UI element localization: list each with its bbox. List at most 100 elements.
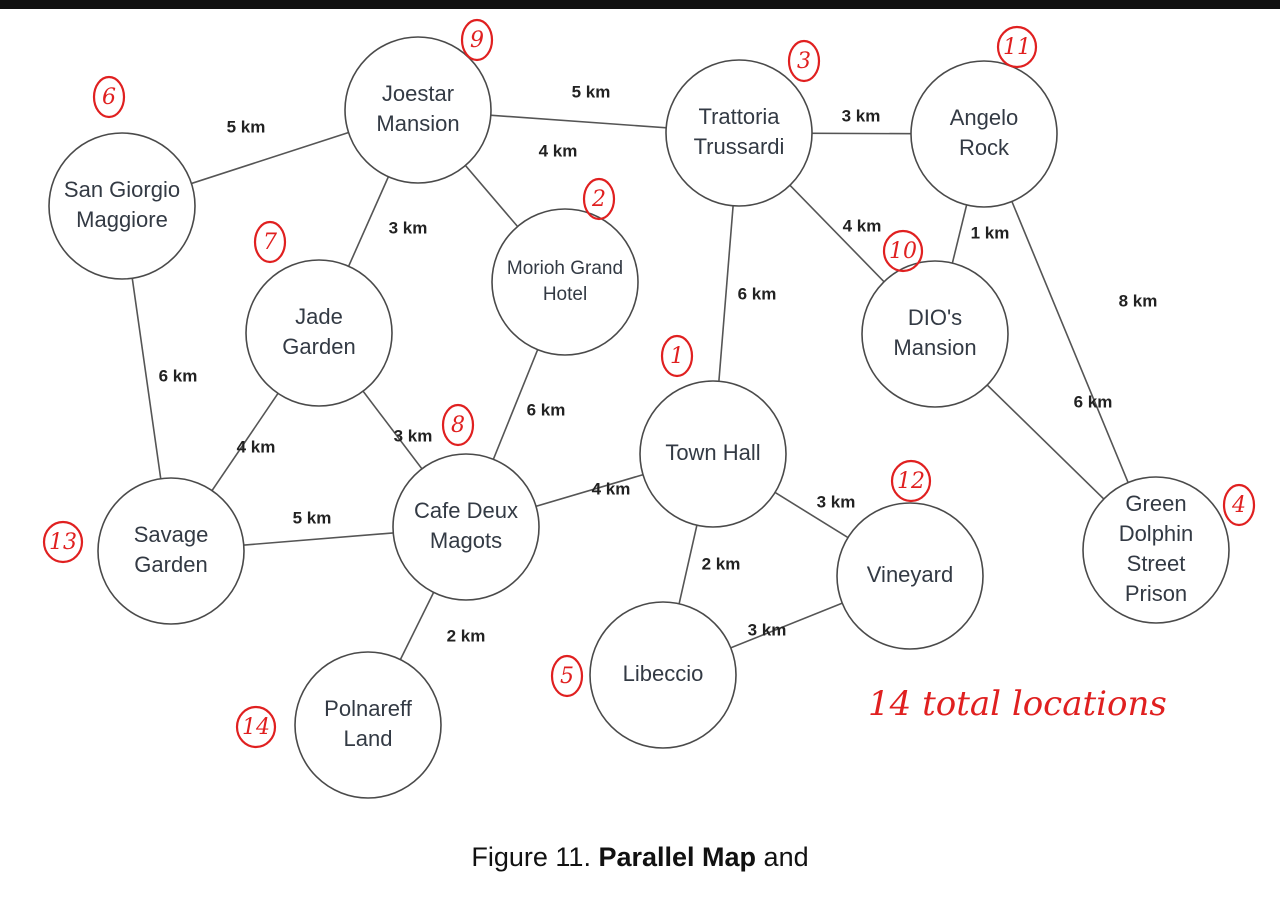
edge-label: 2 km [447, 626, 486, 645]
mark-number: 3 [797, 49, 811, 74]
node-circle [861, 260, 1009, 408]
handwritten-mark-vineyard: 12 [890, 459, 932, 503]
node-circle [910, 60, 1058, 208]
node-label-line: DIO's [908, 305, 962, 330]
node-label-line: Trattoria [698, 104, 780, 129]
top-border [0, 0, 1280, 9]
edge-label: 4 km [843, 216, 882, 235]
edge-label: 5 km [227, 117, 266, 136]
figure-caption: Figure 11. Parallel Map and [0, 842, 1280, 873]
handwritten-mark-green: 4 [1222, 483, 1256, 527]
mark-circle [92, 75, 126, 119]
node-label-line: Garden [282, 334, 355, 359]
node-label-line: Vineyard [867, 562, 953, 587]
handwritten-marks-layer: 9 3 11 6 2 7 10 1 13 8 4 12 5 14 [42, 18, 1256, 749]
node-label-line: Hotel [543, 284, 587, 305]
handwritten-mark-dio: 10 [882, 229, 924, 273]
node-label-line: Trussardi [694, 134, 785, 159]
node-townhall: Town Hall [639, 380, 787, 528]
edge-label: 5 km [572, 82, 611, 101]
node-label-line: Maggiore [76, 207, 168, 232]
node-label-line: Mansion [893, 335, 976, 360]
mark-number: 2 [591, 187, 606, 212]
handwritten-mark-savage: 13 [42, 520, 84, 564]
mark-circle [882, 229, 924, 273]
node-label-line: Polnareff [324, 696, 413, 721]
node-circle [48, 132, 196, 280]
handwritten-mark-jade: 7 [253, 220, 287, 264]
edge-label: 4 km [539, 141, 578, 160]
handwritten-mark-townhall: 1 [660, 334, 694, 378]
mark-circle [660, 334, 694, 378]
caption-prefix: Figure 11. [471, 842, 599, 872]
node-libeccio: Libeccio [589, 601, 737, 749]
node-label-line: Libeccio [623, 661, 704, 686]
edge-label: 6 km [738, 284, 777, 303]
handwritten-mark-sangiorgio: 6 [92, 75, 126, 119]
node-label-line: Mansion [376, 111, 459, 136]
handwritten-mark-joestar: 9 [460, 18, 494, 62]
mark-number: 13 [49, 530, 77, 555]
node-label-line: Street [1127, 551, 1186, 576]
edge-label: 6 km [159, 366, 198, 385]
edge-label: 8 km [1119, 291, 1158, 310]
node-circle [392, 453, 540, 601]
node-label-line: Dolphin [1119, 521, 1194, 546]
node-label-line: San Giorgio [64, 177, 180, 202]
node-label-line: Joestar [382, 81, 454, 106]
mark-circle [1222, 483, 1256, 527]
handwritten-mark-trattoria: 3 [787, 39, 821, 83]
handwritten-mark-angelo: 11 [996, 25, 1038, 69]
edge-label: 3 km [748, 620, 787, 639]
caption-bold: Parallel Map [598, 842, 757, 872]
handwritten-mark-polnareff: 14 [235, 705, 277, 749]
node-label-line: Prison [1125, 581, 1187, 606]
node-circle [639, 380, 787, 528]
caption-suffix: and [756, 842, 809, 872]
mark-number: 6 [102, 85, 116, 110]
mark-circle [996, 25, 1038, 69]
mark-circle [460, 18, 494, 62]
node-label-line: Jade [295, 304, 343, 329]
node-label-line: Rock [959, 135, 1010, 160]
node-circle [836, 502, 984, 650]
mark-number: 8 [451, 413, 465, 438]
node-circle [665, 59, 813, 207]
edge-label: 3 km [389, 218, 428, 237]
node-label-line: Morioh Grand [507, 258, 623, 279]
handwritten-mark-libeccio: 5 [550, 654, 584, 698]
edge-label: 5 km [293, 508, 332, 527]
node-label-line: Magots [430, 528, 502, 553]
node-label-line: Green [1125, 491, 1186, 516]
mark-circle [582, 177, 616, 221]
node-circle [294, 651, 442, 799]
mark-circle [787, 39, 821, 83]
edge-label: 1 km [971, 223, 1010, 242]
node-label-line: Cafe Deux [414, 498, 518, 523]
handwritten-annotation: 14 total locations [868, 684, 1167, 724]
mark-number: 9 [470, 28, 484, 53]
node-circle [344, 36, 492, 184]
edge-label: 2 km [702, 554, 741, 573]
node-label-line: Savage [134, 522, 209, 547]
mark-number: 4 [1231, 493, 1246, 518]
node-circle [97, 477, 245, 625]
edge-label: 4 km [592, 479, 631, 498]
node-circle [245, 259, 393, 407]
handwritten-mark-cafe: 8 [441, 403, 475, 447]
edge-angelo-green [983, 133, 1157, 551]
node-circle [589, 601, 737, 749]
edge-label: 3 km [817, 492, 856, 511]
edge-label: 4 km [237, 437, 276, 456]
